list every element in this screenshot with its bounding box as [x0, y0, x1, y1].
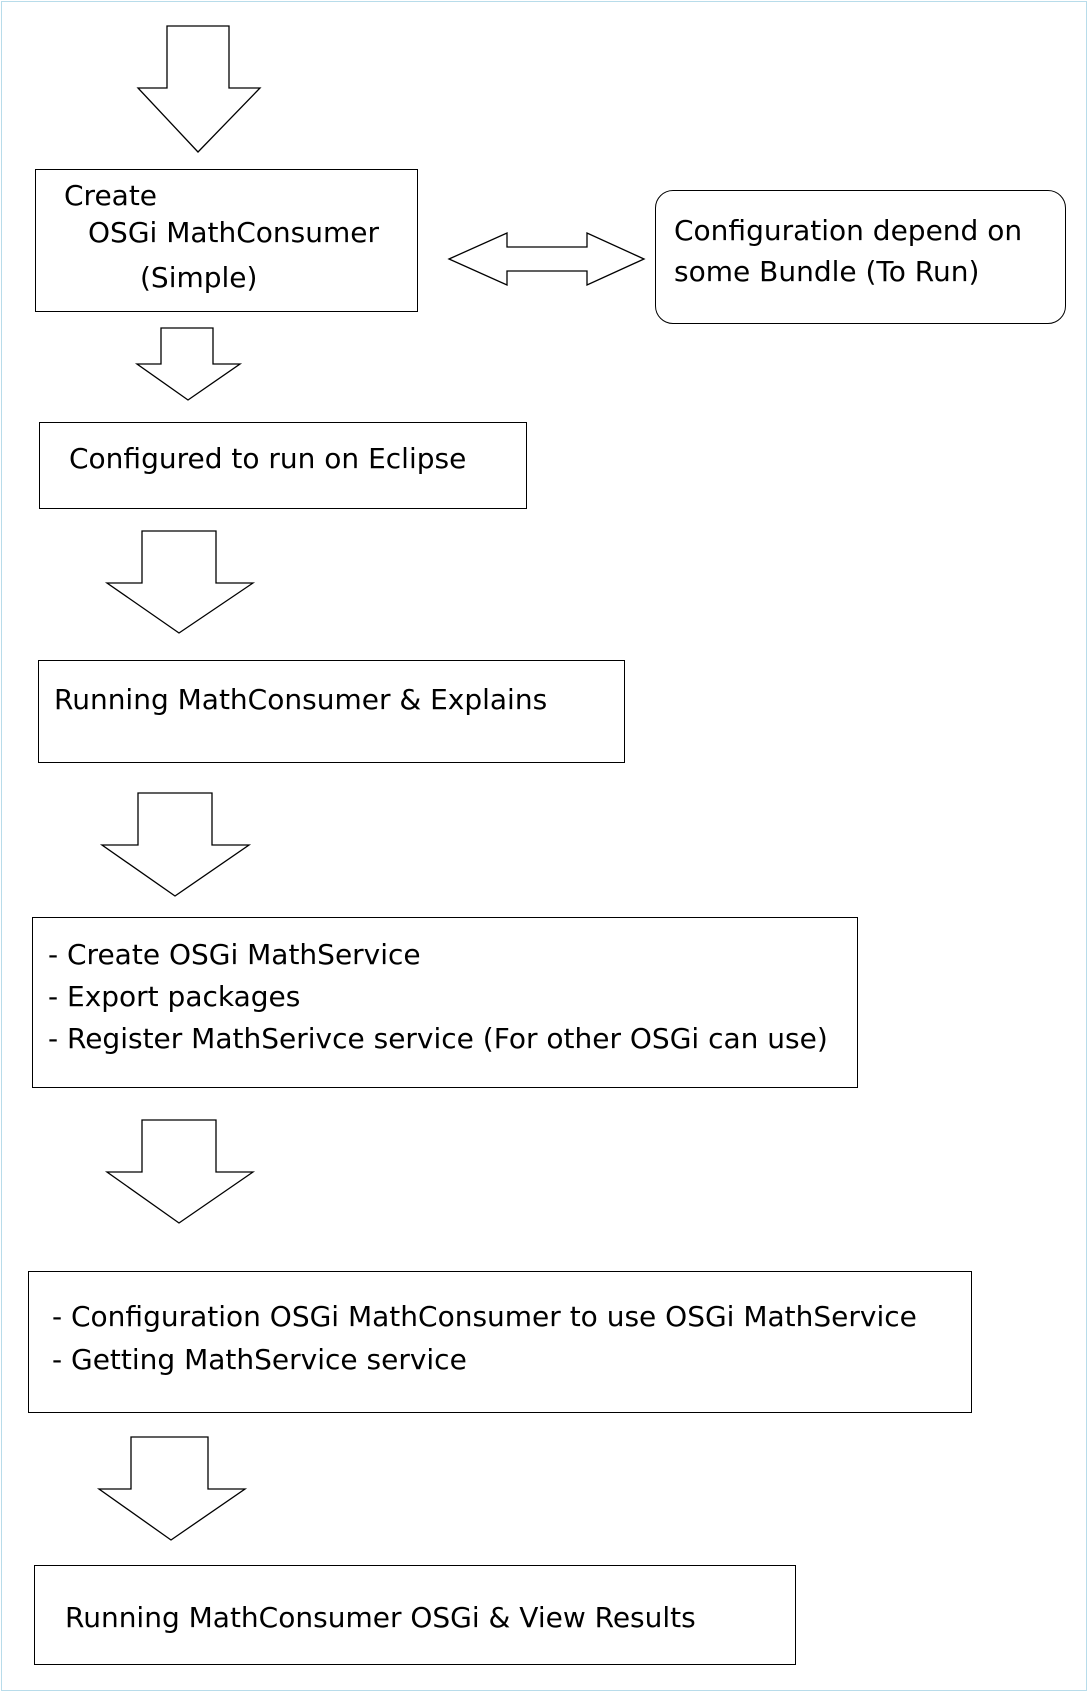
step-final-text: Running MathConsumer OSGi & View Results [65, 1601, 696, 1634]
step-create-service-line2: - Export packages [48, 980, 301, 1013]
step-configure-consumer-line1: - Configuration OSGi MathConsumer to use… [52, 1300, 917, 1333]
step-create-consumer [35, 169, 418, 312]
step-running-text: Running MathConsumer & Explains [54, 683, 548, 716]
step-final [34, 1565, 796, 1665]
step-create-service-line1: - Create OSGi MathService [48, 938, 421, 971]
arrow-down-4 [99, 792, 252, 897]
double-arrow-icon [447, 231, 646, 287]
arrow-down-5 [104, 1119, 256, 1224]
step-configure-consumer-line2: - Getting MathService service [52, 1343, 467, 1376]
step-create-service-line3: - Register MathSerivce service (For othe… [48, 1022, 828, 1055]
step-create-service [32, 917, 858, 1088]
step-configured [39, 422, 527, 509]
step-running [38, 660, 625, 763]
config-note-line2: some Bundle (To Run) [674, 255, 980, 288]
config-note [655, 190, 1066, 324]
step-configure-consumer [28, 1271, 972, 1413]
step-create-consumer-line1: Create [64, 179, 158, 212]
arrow-down-start [136, 25, 262, 153]
arrow-down-3 [104, 530, 256, 634]
step-configured-text: Configured to run on Eclipse [69, 442, 467, 475]
arrow-down-2 [134, 327, 243, 401]
config-note-line1: Configuration depend on [674, 214, 1023, 247]
step-create-consumer-line3: (Simple) [140, 261, 258, 294]
step-create-consumer-line2: OSGi MathConsumer [88, 216, 380, 249]
arrow-down-6 [96, 1436, 248, 1541]
